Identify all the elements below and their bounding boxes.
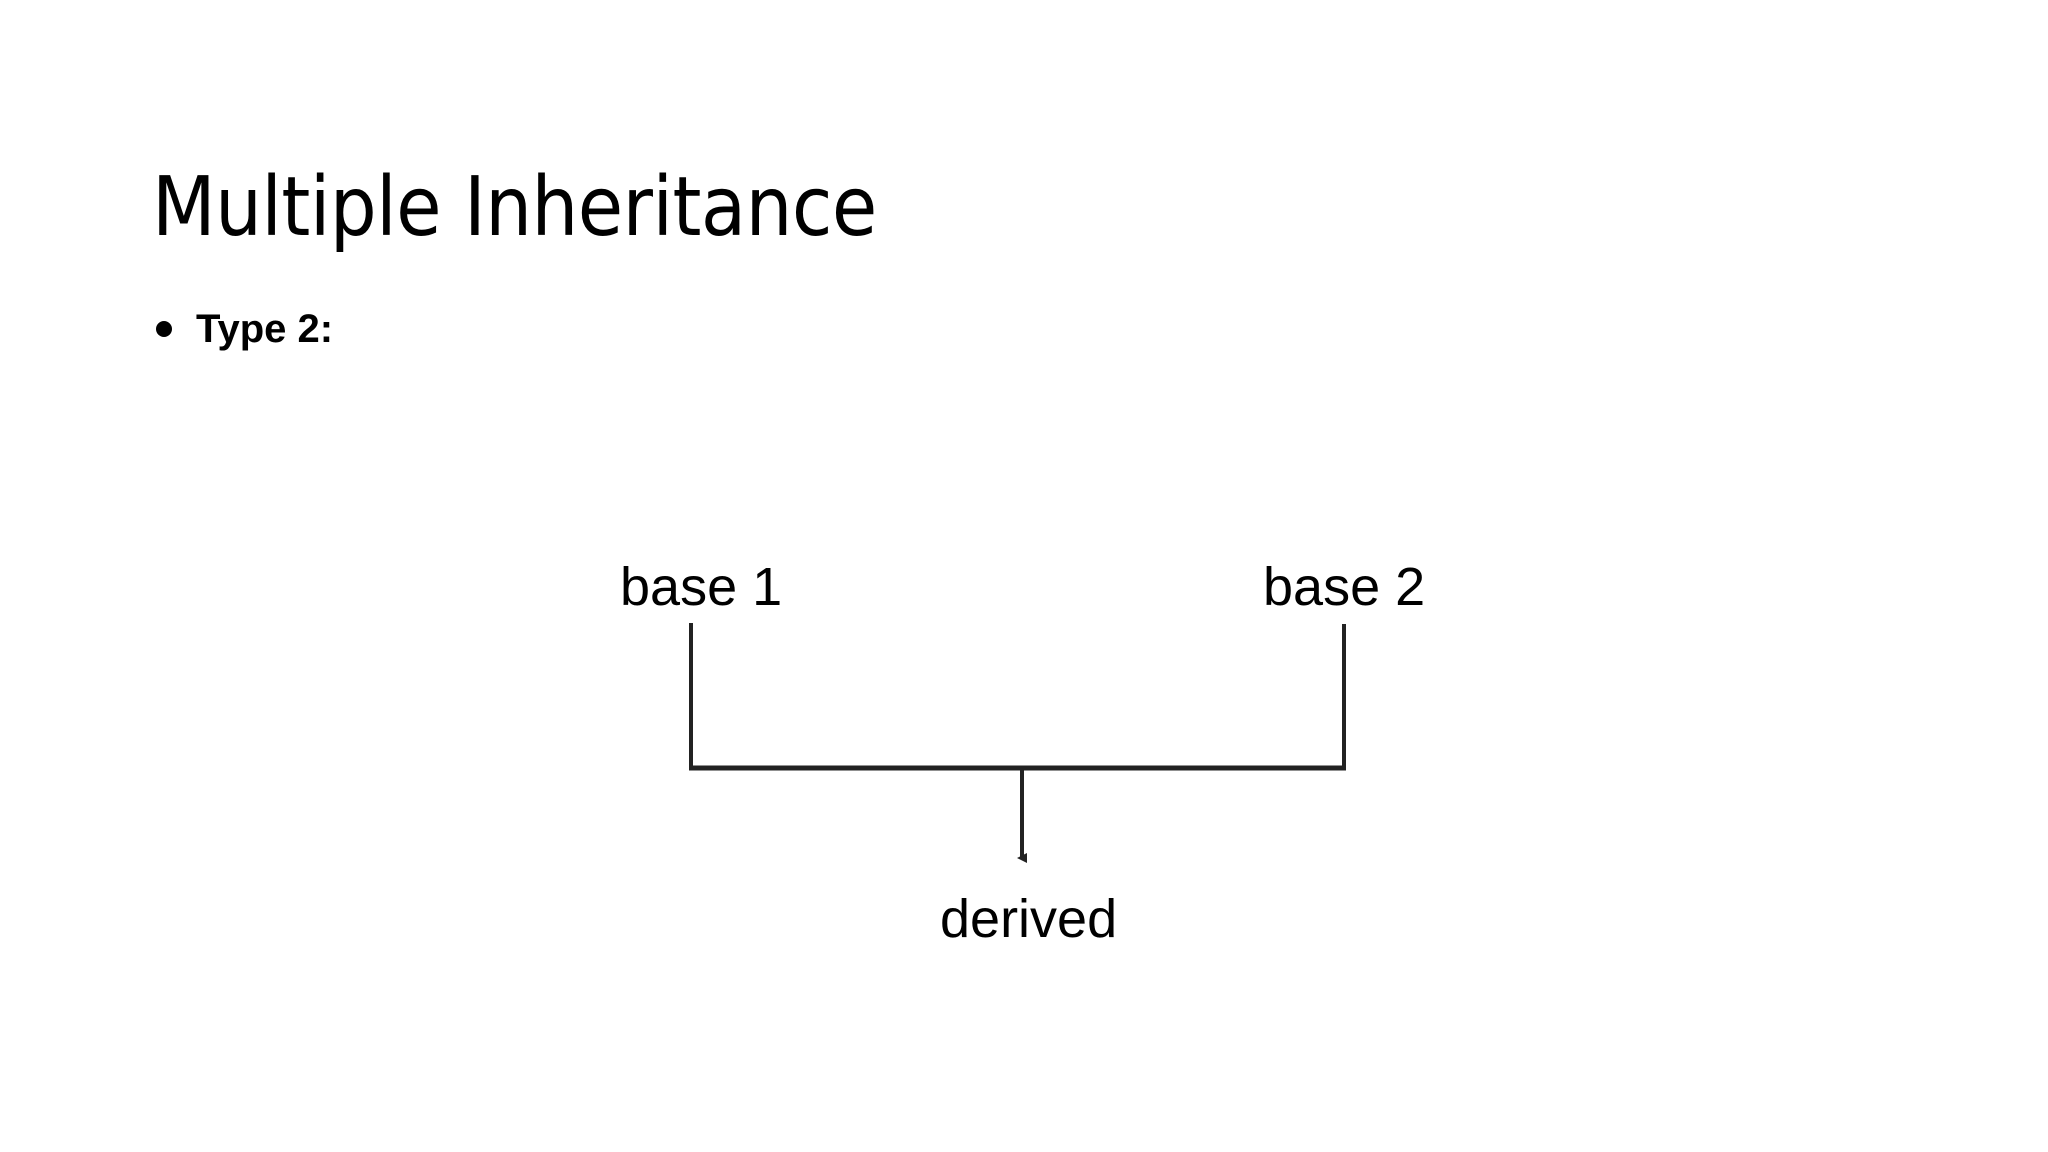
page-title: Multiple Inheritance: [152, 159, 877, 255]
diagram-node-base-2: base 2: [1263, 557, 1426, 617]
diagram-node-derived: derived: [940, 889, 1118, 949]
bullet-list: Type 2:: [150, 306, 1850, 352]
diagram-node-base-1: base 1: [620, 557, 783, 617]
bullet-item-label: Type 2:: [196, 307, 334, 351]
list-item: Type 2:: [150, 306, 1850, 352]
